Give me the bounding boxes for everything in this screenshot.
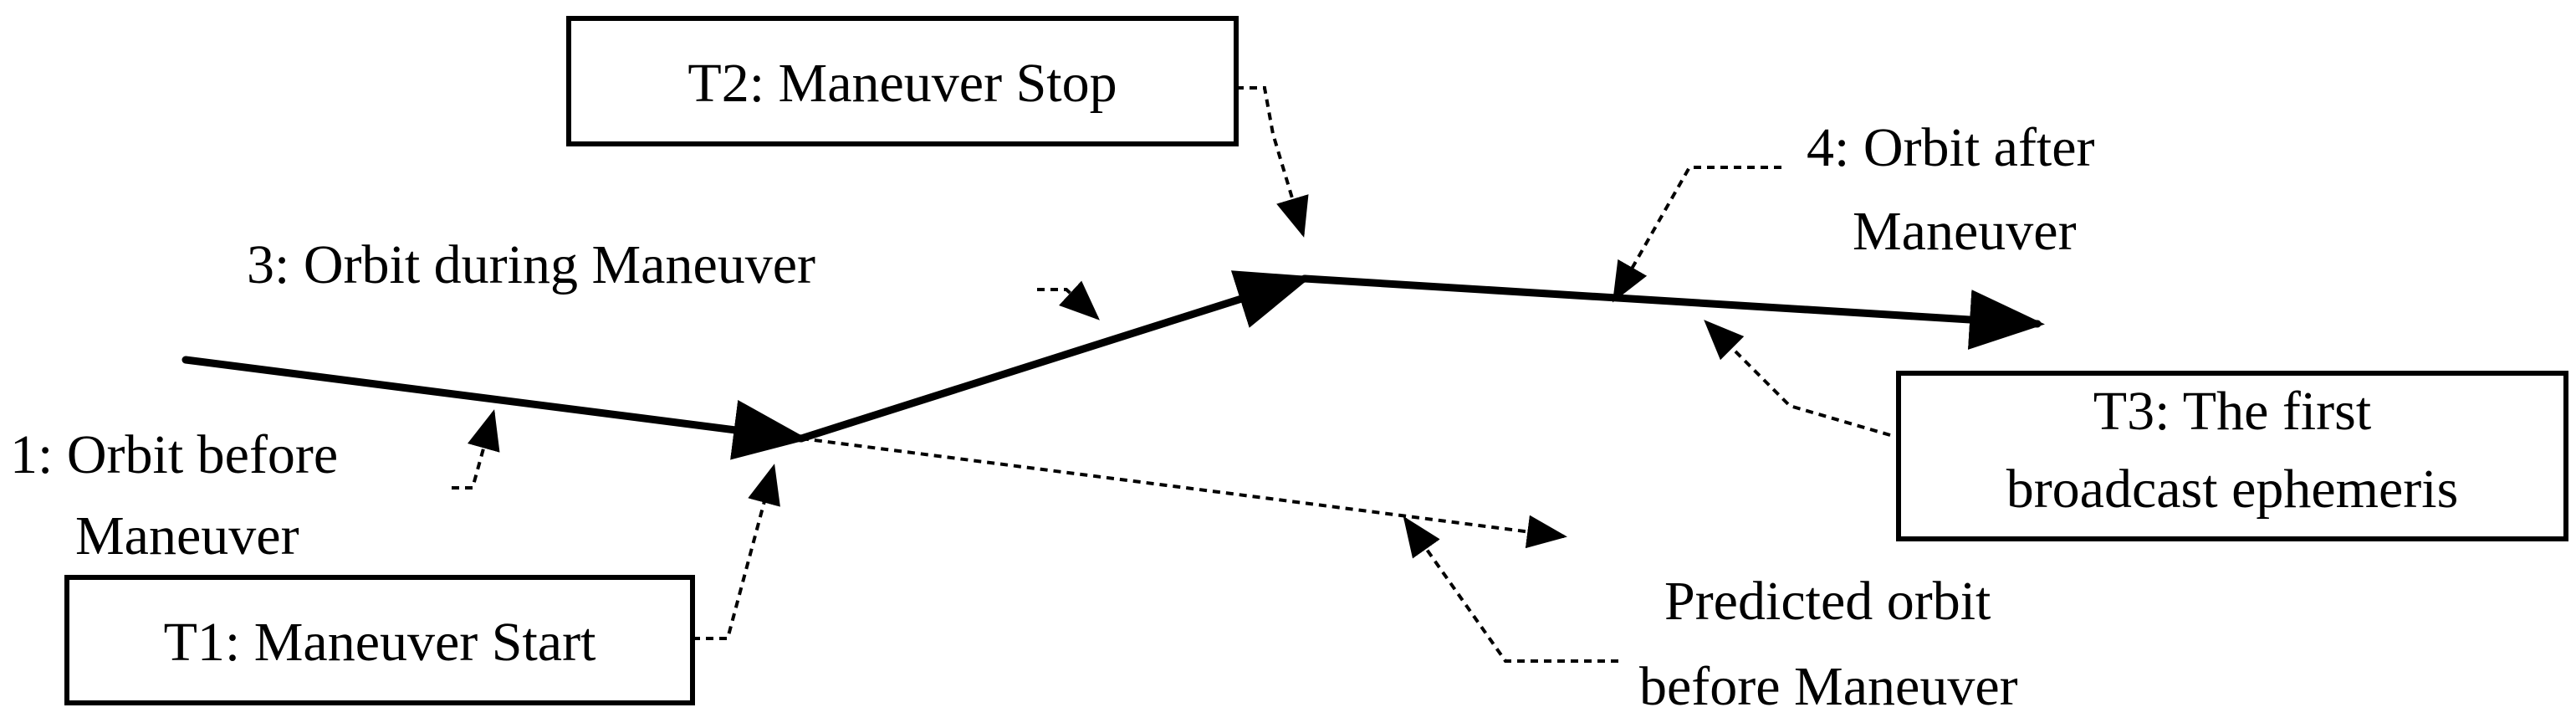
orbit4-callout-arrow (1613, 166, 1781, 303)
orbit3-label: 3: Orbit during Maneuver (247, 234, 815, 295)
t2-box (566, 16, 1239, 146)
orbit-before-maneuver-line (181, 356, 809, 460)
t2-box-label: T2: Maneuver Stop (687, 53, 1117, 114)
orbit4-label-line2: Maneuver (1853, 201, 2077, 262)
t2-callout-arrow (1236, 86, 1309, 238)
predicted-callout-arrow (1403, 515, 1618, 663)
t1-box (64, 575, 695, 705)
orbit-after-maneuver-line (1301, 274, 2045, 350)
orbit3-callout-arrow (1037, 280, 1100, 320)
t1-callout-arrow (693, 464, 780, 640)
predicted-orbit-line (800, 437, 1567, 549)
t1-box-label: T1: Maneuver Start (164, 612, 596, 673)
orbit4-label-line1: 4: Orbit after (1807, 117, 2095, 178)
predicted-label-line2: before Maneuver (1639, 656, 2018, 717)
orbit-during-maneuver-line (797, 270, 1312, 443)
orbit1-label-line2: Maneuver (75, 505, 299, 567)
predicted-label-line1: Predicted orbit (1664, 571, 1991, 632)
orbit1-label-line1: 1: Orbit before (10, 424, 338, 485)
orbit1-callout-arrow (452, 409, 500, 490)
t3-callout-arrow (1704, 320, 1891, 437)
t3-box-label-line2: broadcast ephemeris (2006, 459, 2459, 520)
t3-box-label-line1: T3: The first (2093, 381, 2371, 442)
t3-box (1896, 371, 2568, 541)
